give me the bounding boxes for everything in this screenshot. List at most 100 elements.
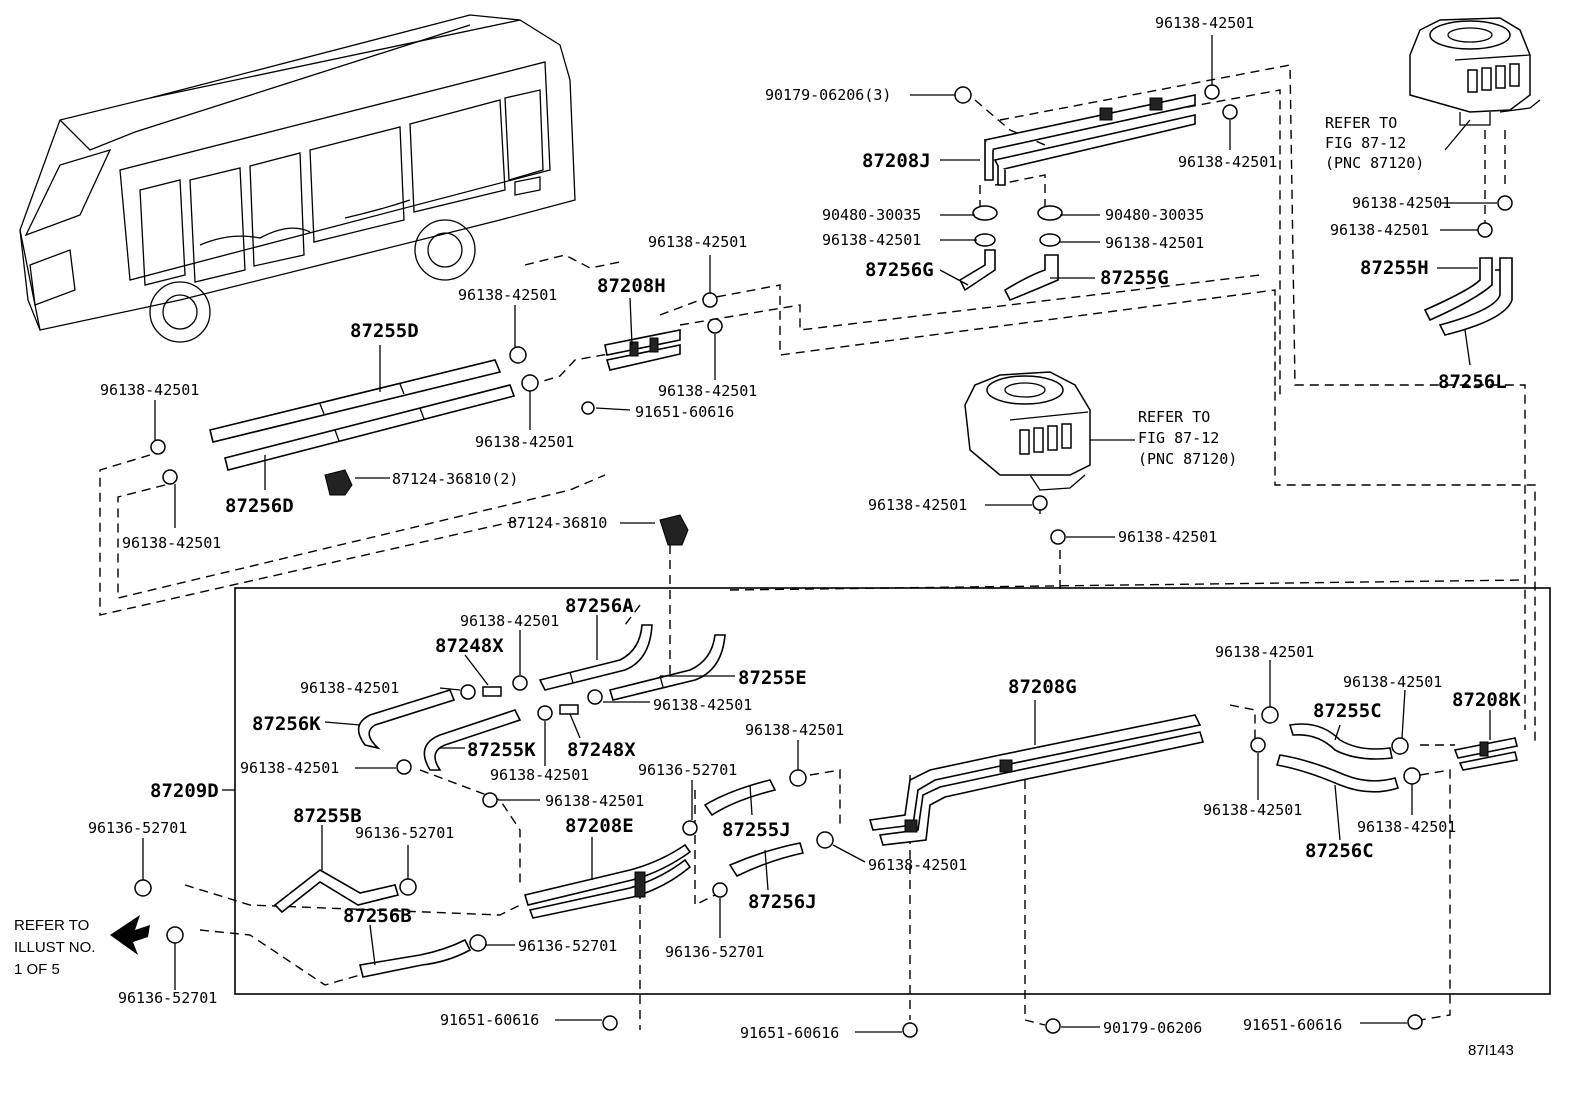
label-96138-top: 96138-42501 (1155, 14, 1254, 32)
label-96138-h-top: 96138-42501 (648, 233, 747, 251)
hose-87255D (209, 359, 502, 443)
refer-top-line2: FIG 87-12 (1325, 134, 1406, 152)
clamps (134, 84, 1513, 1038)
heater-unit-top (1409, 17, 1541, 126)
pipe-87208K (1453, 737, 1518, 771)
label-87208G: 87208G (1008, 676, 1077, 698)
label-87209D: 87209D (150, 780, 219, 802)
refer-top-line1: REFER TO (1325, 114, 1397, 132)
heater-unit-middle (964, 371, 1091, 491)
label-96138-h-bottom: 96138-42501 (658, 382, 757, 400)
label-96136-b: 96136-52701 (355, 824, 454, 842)
label-96138-unit-2: 96138-42501 (1118, 528, 1217, 546)
label-87256A: 87256A (565, 595, 634, 617)
label-90179-bottom: 90179-06206 (1103, 1019, 1202, 1037)
label-96138-g-right: 96138-42501 (1105, 234, 1204, 252)
refer-left-line3: 1 OF 5 (14, 961, 60, 978)
hose-87256G (958, 249, 996, 292)
pipe-87208G (868, 714, 1205, 846)
label-96138-h2: 96138-42501 (1330, 221, 1429, 239)
label-87256G: 87256G (865, 259, 934, 281)
pipe-87208H (604, 329, 681, 371)
label-96138-d-right: 96138-42501 (475, 433, 574, 451)
refer-left-line2: ILLUST NO. (14, 939, 95, 956)
hose-87255C (1288, 723, 1393, 760)
bus-illustration (19, 14, 576, 343)
label-87256B: 87256B (343, 905, 412, 927)
label-87255G: 87255G (1100, 267, 1169, 289)
label-96138-g-left: 96138-42501 (822, 231, 921, 249)
hose-87255K (423, 709, 522, 771)
label-87255J: 87255J (722, 819, 791, 841)
label-87248X-1: 87248X (435, 635, 504, 657)
label-87248X-2: 87248X (567, 739, 636, 761)
label-87255K: 87255K (467, 739, 536, 761)
hose-87256D (224, 384, 516, 471)
hose-87255H (1423, 257, 1493, 322)
hose-87256L (1438, 257, 1513, 336)
hose-87256A (538, 624, 653, 691)
pipe-87208J (983, 94, 1196, 186)
label-96138-h1: 96138-42501 (1352, 194, 1451, 212)
label-96138-c-top: 96138-42501 (1215, 643, 1314, 661)
label-96136-mid-bottom: 96136-52701 (665, 943, 764, 961)
hose-87256C (1275, 754, 1399, 793)
hose-87255E (608, 634, 726, 701)
label-96138-k-top: 96138-42501 (300, 679, 399, 697)
label-87255B: 87255B (293, 805, 362, 827)
label-96138-g-lower: 96138-42501 (868, 856, 967, 874)
label-96138-c-left-bottom: 96138-42501 (1203, 801, 1302, 819)
pipe-87208E (523, 843, 692, 919)
label-96138-d-lower: 96138-42501 (122, 534, 221, 552)
label-96138-k-left: 96138-42501 (240, 759, 339, 777)
label-87256L: 87256L (1438, 371, 1507, 393)
refer-top-line3: (PNC 87120) (1325, 154, 1424, 172)
label-96136-mid-top: 96136-52701 (638, 761, 737, 779)
label-96138-e-lower: 96138-42501 (545, 792, 644, 810)
label-96138-j-mid: 96138-42501 (745, 721, 844, 739)
hose-87256K (357, 689, 456, 750)
label-96138-c-right-bottom: 96138-42501 (1357, 818, 1456, 836)
label-87256K: 87256K (252, 713, 321, 735)
refer-mid-line1: REFER TO (1138, 408, 1210, 426)
assembly-frame (234, 587, 1551, 995)
label-96136-left-bottom: 96136-52701 (118, 989, 217, 1007)
label-87255H: 87255H (1360, 257, 1429, 279)
hose-87256B (359, 938, 472, 978)
label-87256D: 87256D (225, 495, 294, 517)
label-96138-e: 96138-42501 (653, 696, 752, 714)
label-96138-j-right: 96138-42501 (1178, 153, 1277, 171)
label-90480-left: 90480-30035 (822, 206, 921, 224)
label-87208K: 87208K (1452, 689, 1521, 711)
hose-87255G (1003, 254, 1059, 302)
hose-87255B (273, 869, 400, 914)
hose-87255J (703, 779, 777, 817)
label-91651-bottom-3: 91651-60616 (1243, 1016, 1342, 1034)
label-87256J: 87256J (748, 891, 817, 913)
label-96136-b-bottom: 96136-52701 (518, 937, 617, 955)
leader-lines (142, 35, 1497, 1033)
label-96138-c-right-top: 96138-42501 (1343, 673, 1442, 691)
figure-id: 87I143 (1468, 1042, 1514, 1059)
label-87124: 87124-36810 (508, 514, 607, 532)
refer-mid-line2: FIG 87-12 (1138, 429, 1219, 447)
label-91651-h: 91651-60616 (635, 403, 734, 421)
label-96138-k-bottom: 96138-42501 (490, 766, 589, 784)
label-87255E: 87255E (738, 667, 807, 689)
refer-left-line1: REFER TO (14, 917, 89, 934)
label-87208E: 87208E (565, 815, 634, 837)
label-87255C: 87255C (1313, 700, 1382, 722)
label-90480-right: 90480-30035 (1105, 206, 1204, 224)
label-96138-unit-1: 96138-42501 (868, 496, 967, 514)
label-96138-d-top: 96138-42501 (458, 286, 557, 304)
label-90179-top: 90179-06206(3) (765, 86, 891, 104)
label-87124-2: 87124-36810(2) (392, 470, 518, 488)
label-91651-bottom-2: 91651-60616 (740, 1024, 839, 1042)
label-87255D: 87255D (350, 320, 419, 342)
labels: 96138-42501 90179-06206(3) 87208J 96138-… (14, 14, 1521, 1059)
label-91651-bottom-1: 91651-60616 (440, 1011, 539, 1029)
label-87256C: 87256C (1305, 840, 1374, 862)
refer-mid-line3: (PNC 87120) (1138, 450, 1237, 468)
label-87208J: 87208J (862, 150, 931, 172)
